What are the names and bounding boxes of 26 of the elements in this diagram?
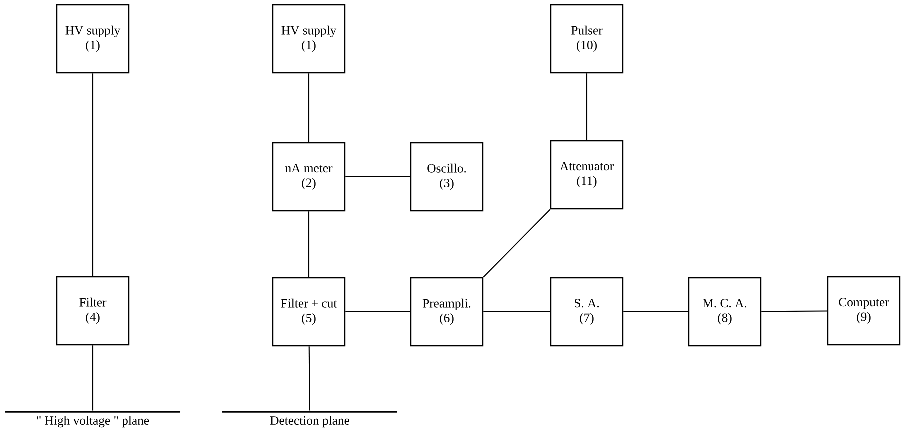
connector-line <box>308 212 310 278</box>
connector-line <box>624 311 688 313</box>
connector-line <box>586 74 588 140</box>
device-box: HV supply (1) <box>272 4 346 74</box>
device-box: M. C. A. (8) <box>688 277 762 347</box>
device-box: Oscillo. (3) <box>410 142 484 212</box>
device-box: Pulser (10) <box>550 4 624 74</box>
connector-line <box>346 176 410 178</box>
device-box: Filter (4) <box>56 276 130 346</box>
connector-line <box>483 209 551 278</box>
device-box: Preampli. (6) <box>410 277 484 347</box>
device-box: Computer (9) <box>827 276 901 346</box>
device-box: S. A. (7) <box>550 277 624 347</box>
connector-line <box>308 74 310 142</box>
connector-line <box>762 310 828 312</box>
connector-line <box>92 74 94 276</box>
connector-line <box>92 346 94 411</box>
connector-line <box>484 311 550 313</box>
device-box: Filter + cut (5) <box>272 277 346 347</box>
plane-line: Detection plane <box>222 411 398 428</box>
connector-line <box>308 346 311 411</box>
device-box: nA meter (2) <box>272 142 346 212</box>
device-box: Attenuator (11) <box>550 140 624 210</box>
device-box: HV supply (1) <box>56 4 130 74</box>
connector-line <box>346 311 410 313</box>
plane-line: " High voltage " plane <box>6 411 180 428</box>
